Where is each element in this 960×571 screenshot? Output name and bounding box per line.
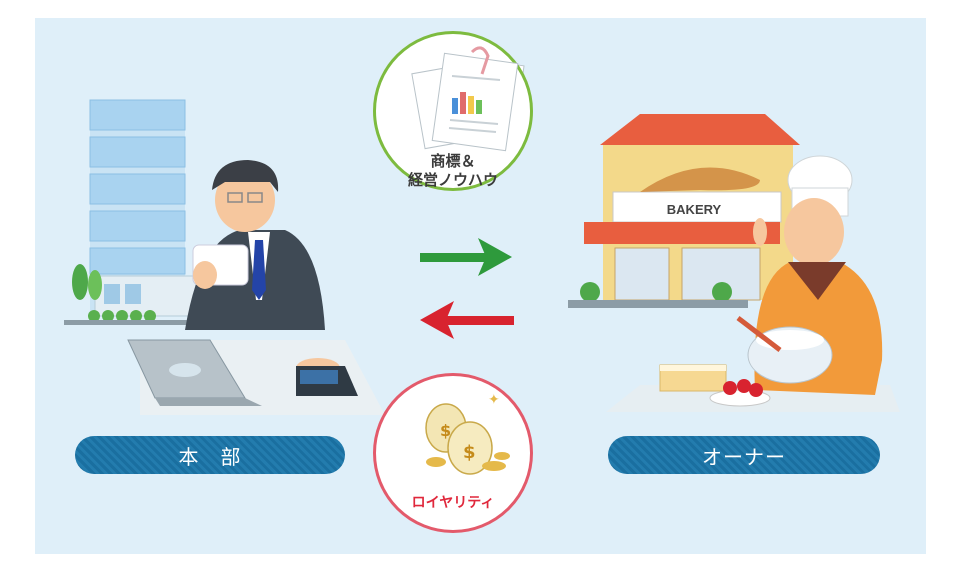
chef-icon [736, 155, 883, 395]
laptop-icon [127, 339, 358, 406]
headquarters-label: 本 部 [75, 436, 345, 474]
bakery-sign-label: BAKERY [666, 202, 722, 217]
knowhow-label: 経営ノウハウ [407, 171, 498, 189]
arrow-right-icon [420, 238, 512, 276]
office-building-icon [64, 99, 206, 325]
owner-label: オーナー [608, 436, 880, 474]
businessman-icon [185, 160, 340, 378]
trademark-label: 商標＆ [430, 152, 476, 170]
trademark-knowhow-circle: 商標＆ 経営ノウハウ [373, 31, 533, 191]
arrow-left-icon [420, 301, 514, 339]
royalty-label: ロイヤリティ [411, 495, 495, 511]
trademark-knowhow-label: 商標＆ 経営ノウハウ [376, 152, 530, 190]
cake-icon [659, 364, 771, 407]
royalty-circle: ロイヤリティ [373, 373, 533, 533]
